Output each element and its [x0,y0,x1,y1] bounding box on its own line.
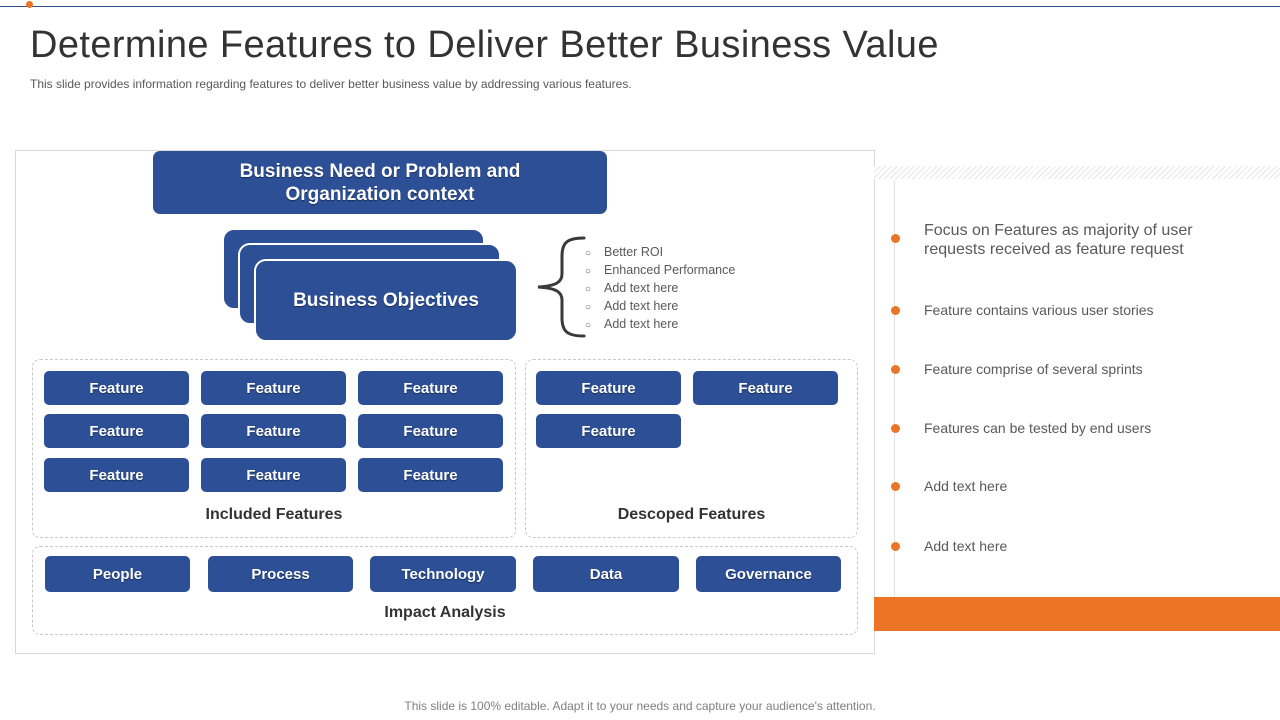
top-rule [0,6,1280,7]
point-dot-icon [891,542,900,551]
included-features-group [32,359,516,538]
objectives-list: ○Better ROI ○Enhanced Performance ○Add t… [585,244,735,334]
side-point: Focus on Features as majority of user re… [924,222,1193,258]
business-objectives-box: Business Objectives [254,259,518,342]
point-dot-icon [891,424,900,433]
accent-dot [26,1,33,8]
objectives-list-item: ○Enhanced Performance [585,262,735,280]
objectives-list-item: ○Add text here [585,280,735,298]
impact-people-box: People [45,556,190,592]
impact-analysis-label: Impact Analysis [384,604,506,621]
impact-governance-box: Governance [696,556,841,592]
slide-title: Determine Features to Deliver Better Bus… [30,24,939,66]
objectives-list-item: ○Add text here [585,316,735,334]
descoped-features-label: Descoped Features [617,506,766,523]
impact-process-box: Process [208,556,353,592]
side-point: Feature comprise of several sprints [924,361,1143,377]
objectives-list-item: ○Add text here [585,298,735,316]
business-need-box: Business Need or Problem and Organizatio… [153,151,607,214]
included-features-label: Included Features [205,506,343,523]
descoped-feature-box: Feature [693,371,838,405]
bullet-icon: ○ [585,284,592,295]
included-feature-box: Feature [358,414,503,448]
descoped-feature-box: Feature [536,371,681,405]
side-timeline-line [894,180,895,598]
side-point: Add text here [924,478,1008,494]
side-orange-bar [874,597,1280,631]
side-point: Feature contains various user stories [924,302,1154,318]
included-feature-box: Feature [201,414,346,448]
included-feature-box: Feature [358,458,503,492]
included-feature-box: Feature [44,371,189,405]
impact-technology-box: Technology [370,556,516,592]
bullet-icon: ○ [585,302,592,313]
footer-note: This slide is 100% editable. Adapt it to… [404,699,876,713]
bullet-icon: ○ [585,266,592,277]
bullet-icon: ○ [585,320,592,331]
included-feature-box: Feature [44,458,189,492]
point-dot-icon [891,365,900,374]
slide-subtitle: This slide provides information regardin… [30,77,632,91]
included-feature-box: Feature [201,371,346,405]
point-dot-icon [891,482,900,491]
bullet-icon: ○ [585,248,592,259]
impact-analysis-group [32,546,858,635]
objectives-list-item: ○Better ROI [585,244,735,262]
curly-brace-icon [537,236,586,338]
point-dot-icon [891,234,900,243]
descoped-features-group [525,359,858,538]
impact-data-box: Data [533,556,679,592]
side-point: Add text here [924,538,1008,554]
descoped-feature-box: Feature [536,414,681,448]
included-feature-box: Feature [44,414,189,448]
side-hatch-band [874,166,1280,179]
side-point: Features can be tested by end users [924,420,1152,436]
included-feature-box: Feature [358,371,503,405]
included-feature-box: Feature [201,458,346,492]
point-dot-icon [891,306,900,315]
